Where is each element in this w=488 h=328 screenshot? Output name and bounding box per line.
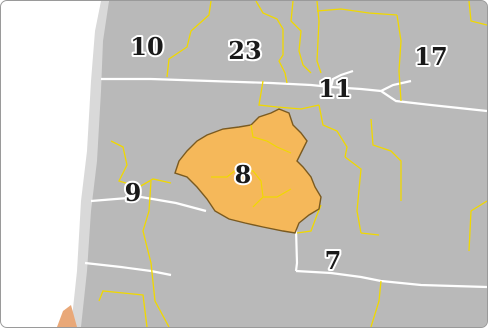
district-label-17[interactable]: 17 — [414, 42, 447, 71]
district-label-10-halo: 10 — [130, 32, 163, 61]
district-label-17-halo: 17 — [414, 42, 447, 71]
district-label-9[interactable]: 9 — [125, 178, 142, 207]
district-label-23-halo: 23 — [228, 36, 261, 65]
district-label-10[interactable]: 10 — [130, 32, 163, 61]
yellow-boundaries — [98, 1, 487, 327]
district-8-highlight[interactable] — [174, 108, 322, 234]
district-label-11-halo: 11 — [318, 74, 351, 103]
district-label-8-halo: 8 — [235, 160, 252, 189]
white-boundaries — [84, 69, 487, 289]
district-label-23[interactable]: 23 — [228, 36, 261, 65]
district-edge-patch — [57, 305, 77, 327]
district-label-7[interactable]: 7 — [325, 246, 342, 275]
district-8-inner-lines — [211, 124, 292, 208]
shoreline-shade — [71, 1, 109, 327]
district-label-11[interactable]: 11 — [318, 74, 351, 103]
district-label-8[interactable]: 8 — [235, 160, 252, 189]
district-labels: 10 10 23 23 17 17 11 11 8 8 9 9 7 7 — [123, 30, 450, 277]
district-label-9-halo: 9 — [125, 178, 142, 207]
district-label-7-halo: 7 — [325, 246, 342, 275]
